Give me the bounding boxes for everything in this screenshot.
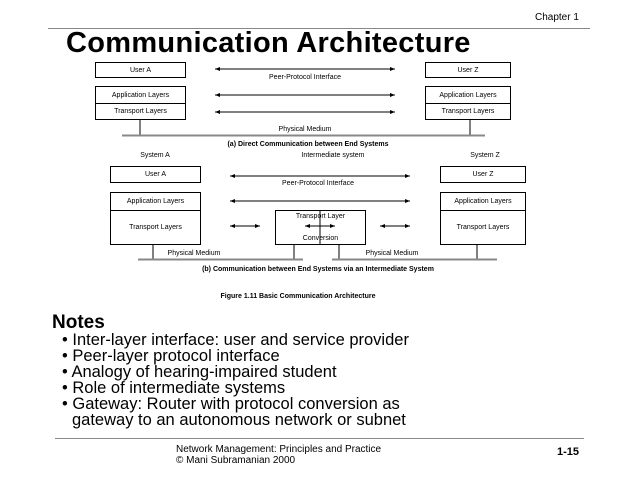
note-item: • Peer-layer protocol interface — [62, 347, 280, 365]
caption-a: (a) Direct Communication between End Sys… — [227, 141, 389, 148]
page-number: 1-15 — [557, 446, 580, 458]
peer-protocol-label-b: Peer-Protocol Interface — [282, 180, 354, 187]
note-text: Analogy of hearing-impaired student — [71, 363, 337, 381]
intermediate-system-label: Intermediate system — [301, 152, 365, 159]
footer-copyright: © Mani Subramanian 2000 — [176, 455, 296, 466]
physical-medium-label: Physical Medium — [278, 126, 332, 133]
conversion-line2: Conversion — [302, 235, 339, 242]
note-item: • Analogy of hearing-impaired student — [62, 363, 337, 381]
system-a-label: System A — [140, 152, 170, 159]
physical-medium-right: Physical Medium — [365, 250, 419, 257]
note-item: • Role of intermediate systems — [62, 379, 286, 397]
app-layers-z-b: Application Layers — [440, 192, 526, 211]
figure-caption: Figure 1.11 Basic Communication Architec… — [220, 293, 376, 300]
chapter-label: Chapter 1 — [535, 12, 579, 23]
conversion-line1: Transport Layer — [295, 213, 346, 220]
app-layers-a: Application Layers — [95, 86, 186, 104]
note-item-continued: gateway to an autonomous network or subn… — [72, 411, 406, 429]
footer-book: Network Management: Principles and Pract… — [176, 444, 382, 455]
note-text: Peer-layer protocol interface — [72, 347, 280, 365]
note-text: Role of intermediate systems — [72, 379, 286, 397]
user-a-box: User A — [95, 62, 186, 78]
caption-b: (b) Communication between End Systems vi… — [202, 266, 434, 273]
physical-medium-left: Physical Medium — [167, 250, 221, 257]
system-z-label: System Z — [470, 152, 500, 159]
transport-conversion-box: Transport Layer Conversion — [275, 210, 366, 245]
note-item: • Inter-layer interface: user and servic… — [62, 331, 409, 349]
app-layers-a-b: Application Layers — [110, 192, 201, 211]
transport-layers-z: Transport Layers — [425, 103, 511, 120]
page-title: Communication Architecture — [66, 27, 471, 59]
note-item: • Gateway: Router with protocol conversi… — [62, 395, 400, 413]
app-layers-z: Application Layers — [425, 86, 511, 104]
user-z-box: User Z — [425, 62, 511, 78]
user-a-box-b: User A — [110, 166, 201, 183]
transport-layers-a: Transport Layers — [95, 103, 186, 120]
transport-layers-a-b: Transport Layers — [110, 210, 201, 245]
note-text: Gateway: Router with protocol conversion… — [72, 395, 400, 413]
peer-protocol-label: Peer-Protocol Interface — [269, 74, 341, 81]
transport-layers-z-b: Transport Layers — [440, 210, 526, 245]
notes-heading: Notes — [52, 312, 105, 333]
user-z-box-b: User Z — [440, 166, 526, 183]
note-text: Inter-layer interface: user and service … — [72, 331, 409, 349]
